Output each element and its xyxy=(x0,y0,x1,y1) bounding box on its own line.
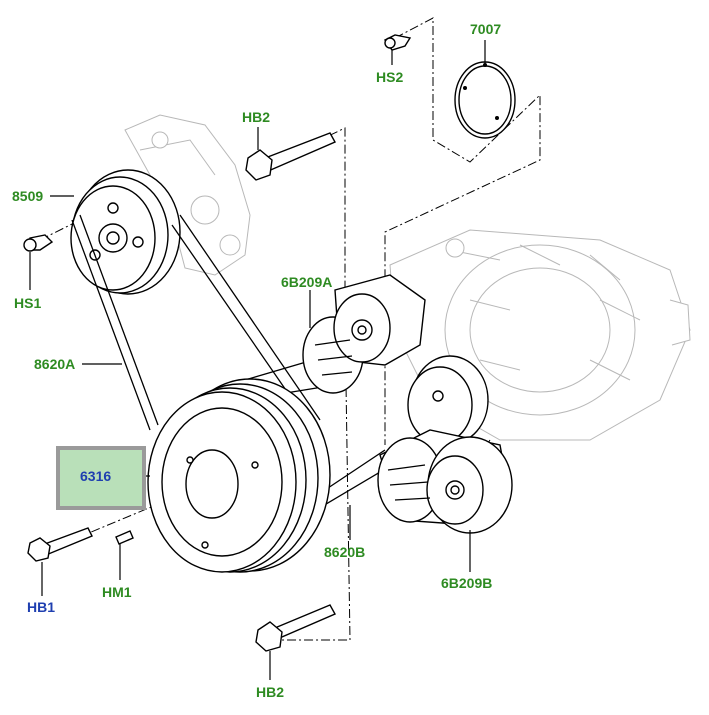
label-hb1[interactable]: HB1 xyxy=(27,599,55,615)
power-steering-pulley-8509 xyxy=(70,169,181,295)
label-hs2[interactable]: HS2 xyxy=(376,69,403,85)
bolt-hb2-bottom xyxy=(255,604,336,652)
label-hm1[interactable]: HM1 xyxy=(102,584,132,600)
label-hb2-top[interactable]: HB2 xyxy=(242,109,270,125)
label-6b209a[interactable]: 6B209A xyxy=(281,274,332,290)
label-8620b[interactable]: 8620B xyxy=(324,544,365,560)
idler-pulley xyxy=(407,355,489,445)
label-6b209b[interactable]: 6B209B xyxy=(441,575,492,591)
crankshaft-pulley-6316 xyxy=(147,378,331,573)
label-hs1[interactable]: HS1 xyxy=(14,295,41,311)
cover-plate-7007 xyxy=(454,61,516,139)
label-8509[interactable]: 8509 xyxy=(12,188,43,204)
tensioner-6b209a xyxy=(302,274,426,394)
bolt-hs1 xyxy=(23,234,54,252)
power-steering-pump-ghost xyxy=(124,114,251,276)
highlight-box xyxy=(56,446,146,510)
dowel-hm1 xyxy=(115,530,134,545)
label-6316[interactable]: 6316 xyxy=(80,468,111,484)
bolt-hb2-top xyxy=(245,132,336,181)
label-8620a[interactable]: 8620A xyxy=(34,356,75,372)
bolt-hb1 xyxy=(27,527,93,562)
label-hb2-bottom[interactable]: HB2 xyxy=(256,684,284,700)
bolt-hs2 xyxy=(383,34,412,51)
part-labels: 7007 HS2 HB2 8509 HS1 6B209A 8620A 6316 … xyxy=(12,21,501,700)
tensioner-6b209b xyxy=(377,429,513,534)
leader-lines xyxy=(29,40,486,680)
label-7007[interactable]: 7007 xyxy=(470,21,501,37)
